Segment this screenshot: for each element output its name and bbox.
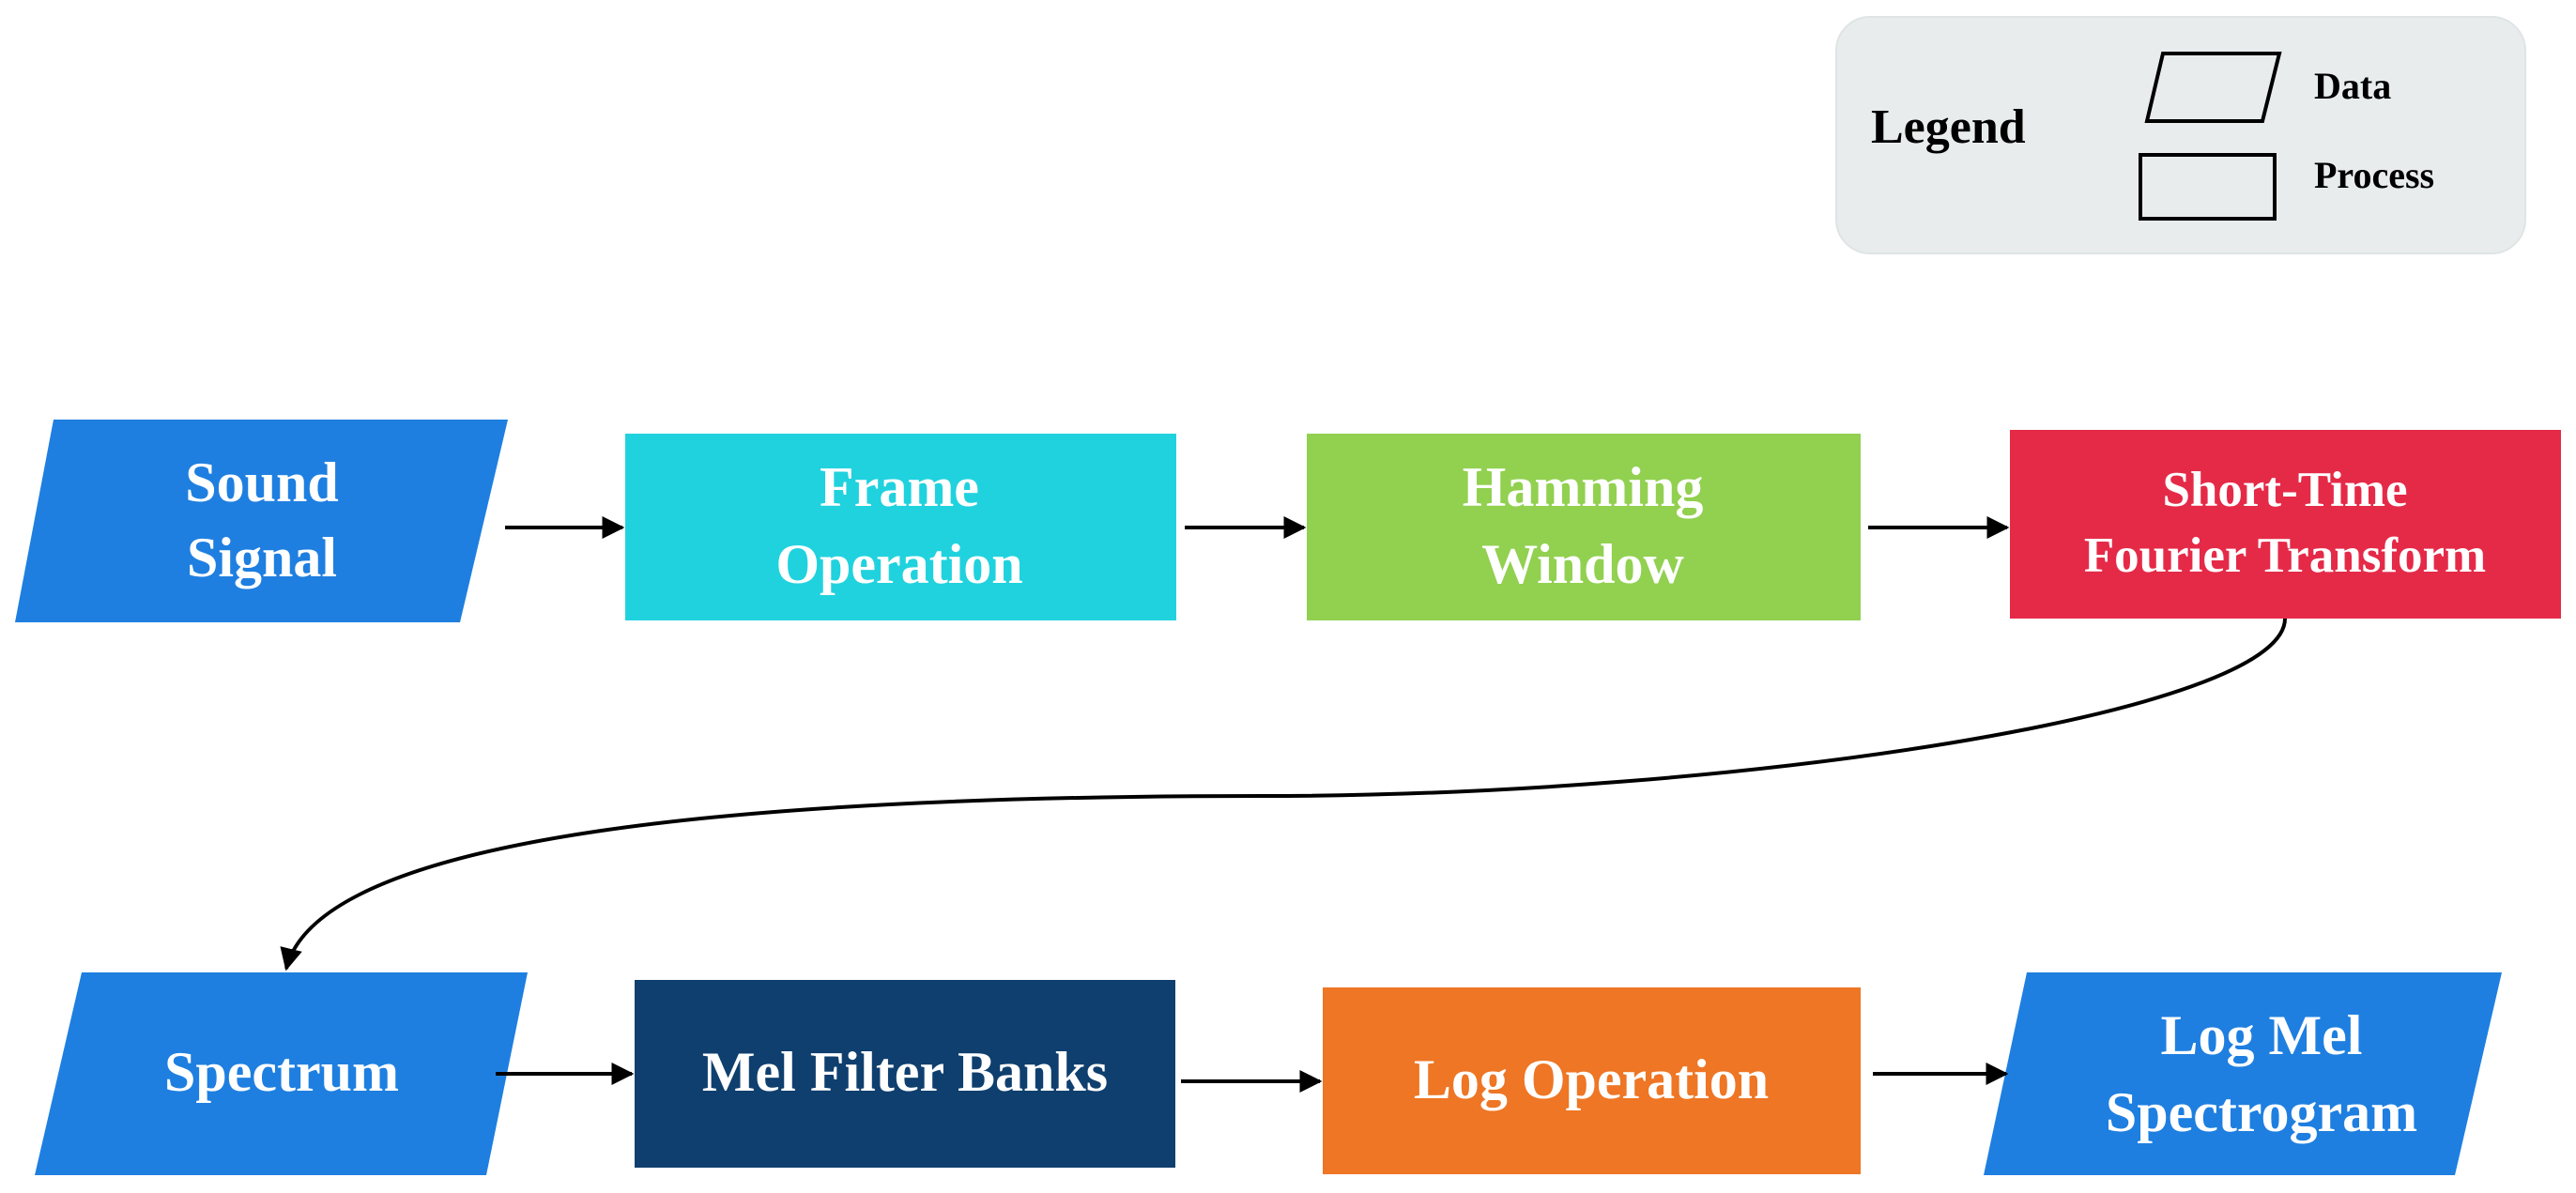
stft-label-line2: Fourier Transform	[2084, 528, 2486, 583]
log-operation-shape	[1323, 987, 1861, 1174]
svg-text:Log Operation: Log Operation	[1414, 1048, 1769, 1110]
svg-text:Hamming: Hamming	[1463, 456, 1704, 518]
stft-shape	[2010, 430, 2561, 619]
node-frame-operation: Frame Operation	[625, 434, 1176, 620]
spectrum-shape	[35, 972, 528, 1175]
legend-data-swatch	[2144, 52, 2282, 123]
node-stft: Short-Time Fourier Transform	[2010, 430, 2561, 619]
sound-signal-shape	[15, 420, 508, 622]
sound-signal-label-line1: Sound	[185, 451, 338, 513]
svg-text:Spectrogram: Spectrogram	[2106, 1081, 2417, 1143]
frame-operation-label-line1: Frame	[820, 456, 979, 518]
legend-data-label: Data	[2314, 65, 2391, 107]
svg-text:Sound: Sound	[185, 451, 338, 513]
node-spectrum: Spectrum	[35, 972, 528, 1175]
frame-operation-shape	[625, 434, 1176, 620]
legend-background	[1835, 16, 2526, 254]
svg-text:Mel Filter Banks: Mel Filter Banks	[702, 1041, 1108, 1103]
legend-process-label: Process	[2314, 154, 2434, 196]
svg-text:Fourier Transform: Fourier Transform	[2084, 528, 2486, 583]
svg-text:Window: Window	[1481, 533, 1684, 595]
node-sound-signal: Sound Signal	[15, 420, 508, 622]
legend: Legend Data Process	[1835, 16, 2526, 254]
frame-operation-label-line2: Operation	[775, 533, 1022, 595]
svg-text:Operation: Operation	[775, 533, 1022, 595]
hamming-window-label-line1: Hamming	[1463, 456, 1704, 518]
node-hamming-window: Hamming Window	[1307, 434, 1861, 620]
log-operation-label: Log Operation	[1414, 1048, 1769, 1110]
arrow-stft-to-spectrum	[280, 618, 2287, 971]
svg-text:Spectrum: Spectrum	[164, 1041, 399, 1103]
svg-text:Log Mel: Log Mel	[2161, 1004, 2363, 1066]
legend-process-swatch	[2139, 153, 2277, 221]
svg-text:Frame: Frame	[820, 456, 979, 518]
hamming-window-shape	[1307, 434, 1861, 620]
spectrum-label: Spectrum	[164, 1041, 399, 1103]
svg-text:Short-Time: Short-Time	[2162, 463, 2407, 517]
stft-label-line1: Short-Time	[2162, 463, 2407, 517]
mel-filter-banks-shape	[635, 980, 1175, 1168]
sound-signal-label-line2: Signal	[187, 527, 337, 589]
log-mel-spectrogram-shape	[1984, 972, 2502, 1175]
log-mel-spectrogram-label-line2: Spectrogram	[2106, 1081, 2417, 1143]
mel-filter-banks-label: Mel Filter Banks	[702, 1041, 1108, 1103]
node-log-mel-spectrogram: Log Mel Spectrogram	[1984, 972, 2502, 1175]
node-mel-filter-banks: Mel Filter Banks	[635, 980, 1175, 1168]
node-log-operation: Log Operation	[1323, 987, 1861, 1174]
svg-text:Signal: Signal	[187, 527, 337, 589]
hamming-window-label-line2: Window	[1481, 533, 1684, 595]
log-mel-spectrogram-label-line1: Log Mel	[2161, 1004, 2363, 1066]
legend-title: Legend	[1871, 100, 2026, 154]
